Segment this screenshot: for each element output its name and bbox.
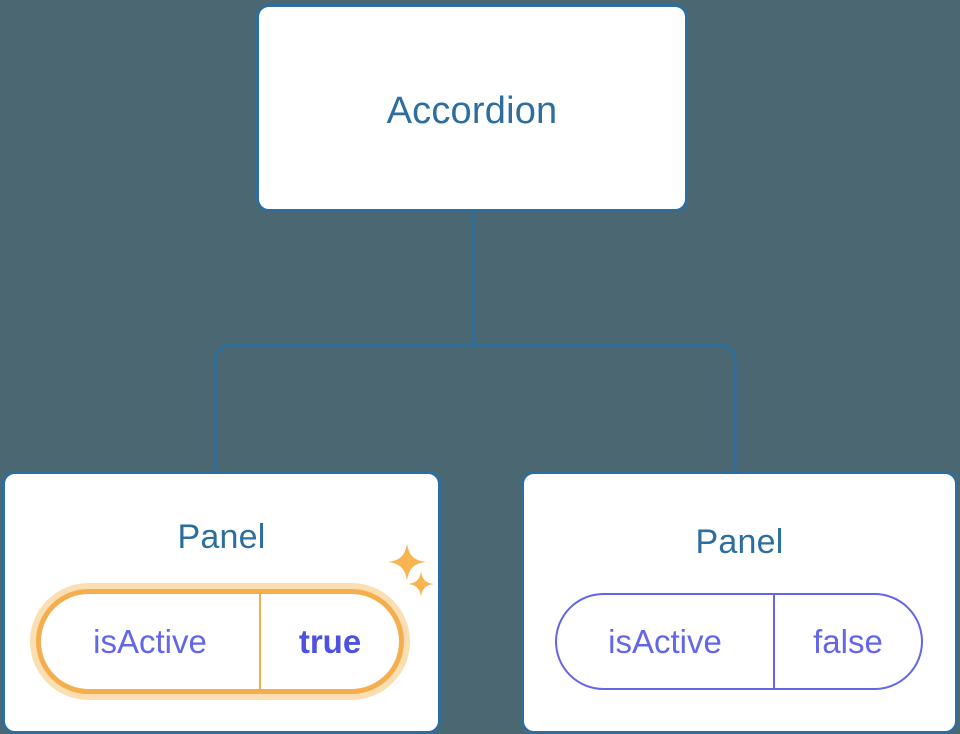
node-card-accordion[interactable]: Accordion (256, 4, 688, 212)
node-title-accordion: Accordion (386, 90, 558, 132)
prop-key-panel-1: isActive (608, 622, 722, 660)
node-title-panel-0: Panel (177, 518, 266, 556)
connector-rail-right (473, 343, 737, 471)
node-title-panel-1: Panel (695, 523, 784, 561)
prop-pill-panel-1[interactable]: isActive false (555, 593, 923, 690)
connector-rail-left (213, 343, 473, 471)
prop-value-panel-1: false (773, 595, 921, 688)
prop-value-panel-0: true (259, 594, 399, 689)
prop-pill-panel-0[interactable]: isActive true (36, 589, 404, 694)
prop-key-panel-0: isActive (93, 622, 207, 660)
